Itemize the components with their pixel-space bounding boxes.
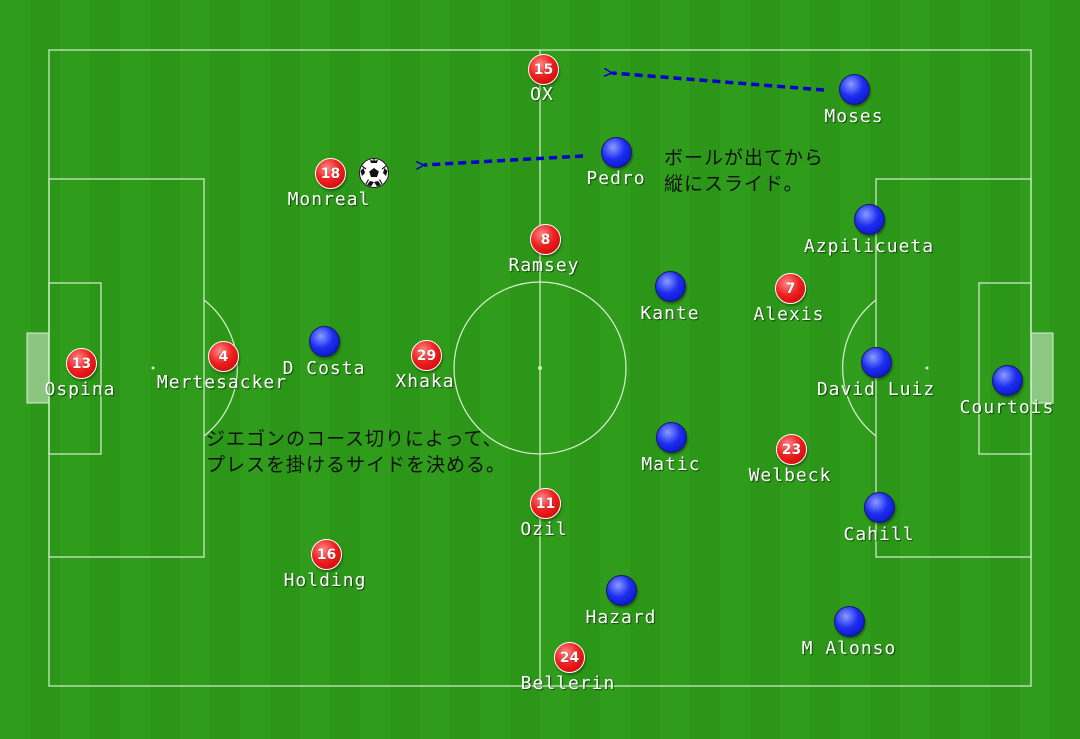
player-marker: 16	[311, 539, 342, 570]
center-circle	[453, 281, 627, 455]
player-name: Alexis	[753, 304, 825, 325]
player-name: Courtois	[959, 397, 1055, 418]
player-name: Ospina	[44, 379, 116, 400]
player-marker: 4	[208, 341, 239, 372]
player-marker: 24	[554, 642, 585, 673]
player-marker: 8	[530, 224, 561, 255]
right-goal	[1030, 332, 1054, 404]
right-penalty-spot	[925, 366, 929, 370]
player-name: Monreal	[287, 189, 371, 210]
annotation-press: ジエゴンのコース切りによって、 プレスを掛けるサイドを決める。	[206, 426, 506, 478]
player-name: Welbeck	[748, 465, 832, 486]
player-name: Mertesacker	[156, 372, 288, 393]
player-marker: 15	[528, 54, 559, 85]
player-name: Xhaka	[395, 371, 455, 392]
player-marker	[854, 204, 885, 235]
player-marker: 13	[66, 348, 97, 379]
player-name: Matic	[641, 454, 701, 475]
player-name: Ozil	[520, 519, 568, 540]
run-arrow-moses	[603, 68, 825, 92]
player-marker	[655, 271, 686, 302]
annotation-line: ボールが出てから	[664, 147, 825, 169]
player-name: Ramsey	[508, 255, 580, 276]
center-spot	[538, 366, 542, 370]
player-marker: 23	[776, 434, 807, 465]
player-marker: 7	[775, 273, 806, 304]
player-marker	[861, 347, 892, 378]
player-marker	[992, 365, 1023, 396]
left-goal	[26, 332, 50, 404]
soccer-ball-icon	[359, 158, 389, 188]
annotation-line: ジエゴンのコース切りによって、	[206, 428, 503, 450]
player-name: David Luiz	[816, 379, 936, 400]
player-marker	[309, 326, 340, 357]
annotation-line: 縦にスライド。	[664, 173, 804, 195]
player-name: Moses	[824, 106, 884, 127]
left-penalty-spot	[151, 366, 155, 370]
player-marker: 18	[315, 158, 346, 189]
player-name: M Alonso	[801, 638, 897, 659]
right-penalty-arc	[842, 299, 877, 437]
player-name: D Costa	[282, 358, 366, 379]
player-name: Holding	[283, 570, 367, 591]
player-marker	[839, 74, 870, 105]
player-name: Bellerin	[520, 673, 616, 694]
annotation-slide: ボールが出てから 縦にスライド。	[664, 145, 824, 197]
player-name: Pedro	[586, 168, 646, 189]
player-marker	[601, 137, 632, 168]
left-penalty-arc	[203, 299, 238, 437]
player-marker	[834, 606, 865, 637]
player-marker: 29	[411, 340, 442, 371]
player-marker: 11	[530, 488, 561, 519]
player-marker	[864, 492, 895, 523]
player-marker	[656, 422, 687, 453]
player-name: Azpilicueta	[803, 236, 935, 257]
player-name: Hazard	[585, 607, 657, 628]
run-arrow-pedro	[415, 154, 584, 170]
player-name: OX	[530, 84, 554, 105]
player-marker	[606, 575, 637, 606]
annotation-line: プレスを掛けるサイドを決める。	[206, 454, 507, 476]
player-name: Cahill	[843, 524, 915, 545]
player-name: Kante	[640, 303, 700, 324]
